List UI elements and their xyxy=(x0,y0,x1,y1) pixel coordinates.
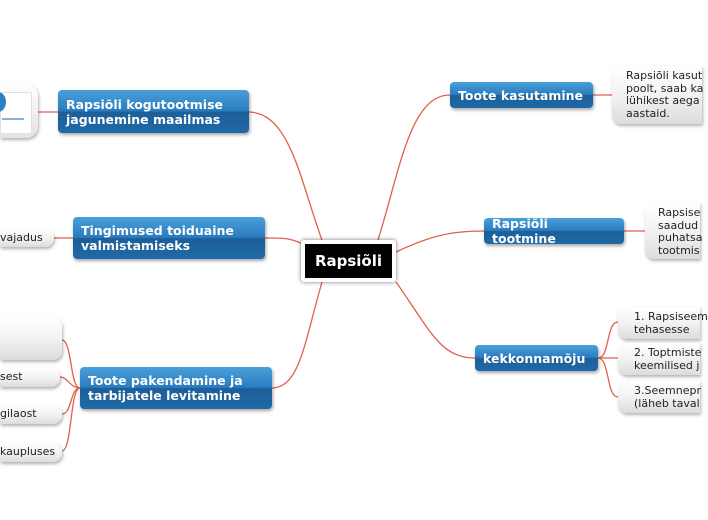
thumbnail-circle xyxy=(0,92,6,112)
note-line: tootmis xyxy=(658,243,700,257)
subtopic-pakendamine-2[interactable]: sest xyxy=(0,368,60,387)
note-line: aastaid. xyxy=(626,106,670,120)
note-tootmine[interactable]: Rapsise saadud puhatsa tootmis xyxy=(645,203,703,259)
note-line: poolt, saab ka xyxy=(626,81,704,95)
link-keskkonnamoju xyxy=(395,281,476,359)
subtopic-label: gilaost xyxy=(0,407,37,420)
subtopic-label: vajadus xyxy=(0,231,43,244)
central-topic[interactable]: Rapsiõli xyxy=(301,240,396,282)
chart-thumbnail-icon[interactable] xyxy=(0,84,38,138)
link-pakendamine xyxy=(271,281,323,389)
topic-label: Rapsiõli kogutootmise jagunemine maailma… xyxy=(66,96,224,127)
link-kesk-3 xyxy=(597,357,619,398)
subtopic-pakendamine-1[interactable] xyxy=(0,318,62,360)
topic-kogutootmine[interactable]: Rapsiõli kogutootmise jagunemine maailma… xyxy=(58,90,249,133)
topic-label: Tingimused toiduaine valmistamiseks xyxy=(81,223,234,253)
thumbnail-image xyxy=(0,92,32,134)
subtopic-label: kaupluses xyxy=(0,445,56,458)
thumbnail-line xyxy=(2,118,24,120)
topic-keskkonnamoju[interactable]: kekkonnamõju xyxy=(475,345,598,371)
note-line: keemilised j xyxy=(634,358,700,372)
note-line: Rapsiõli kasut xyxy=(626,69,703,82)
link-tootmine xyxy=(395,230,485,253)
topic-kasutamine[interactable]: Toote kasutamine xyxy=(450,82,593,108)
subtopic-pakendamine-3[interactable]: gilaost xyxy=(0,405,62,424)
link-pak-4 xyxy=(61,387,81,452)
subtopic-keskkonnamoju-2[interactable]: 2. Toptmiste keemilised j xyxy=(618,343,702,375)
note-line: 2. Toptmiste xyxy=(634,346,702,359)
subtopic-label: sest xyxy=(0,370,23,383)
link-tingimused xyxy=(264,237,304,245)
note-line: 1. Rapsiseem xyxy=(634,310,708,323)
note-line: saadud xyxy=(658,218,699,232)
subtopic-vajadus[interactable]: vajadus xyxy=(0,229,54,247)
topic-tingimused[interactable]: Tingimused toiduaine valmistamiseks xyxy=(73,217,265,259)
topic-label: Toote pakendamine ja tarbijatele levitam… xyxy=(88,373,243,403)
note-line: 3.Seemnepr xyxy=(634,384,701,397)
link-pak-1 xyxy=(61,339,81,389)
subtopic-pakendamine-4[interactable]: kaupluses xyxy=(0,443,62,462)
note-line: puhatsa xyxy=(658,231,703,244)
note-line: (läheb taval xyxy=(634,396,700,410)
topic-label: kekkonnamõju xyxy=(483,350,586,366)
link-kesk-1 xyxy=(597,321,619,359)
note-line: tehasesse xyxy=(634,322,690,336)
note-line: lühikest aega xyxy=(626,94,700,107)
note-line: Rapsise xyxy=(658,206,701,219)
topic-pakendamine[interactable]: Toote pakendamine ja tarbijatele levitam… xyxy=(80,367,272,409)
note-kasutamine[interactable]: Rapsiõli kasut poolt, saab ka lühikest a… xyxy=(612,66,704,124)
link-kogutootmine xyxy=(247,111,323,241)
link-pak-3 xyxy=(61,387,81,415)
topic-label: Rapsiõli tootmine xyxy=(492,216,556,246)
topic-tootmine[interactable]: Rapsiõli tootmine xyxy=(484,216,624,246)
subtopic-keskkonnamoju-3[interactable]: 3.Seemnepr (läheb taval xyxy=(618,381,701,413)
subtopic-keskkonnamoju-1[interactable]: 1. Rapsiseem tehasesse xyxy=(618,307,708,339)
link-pak-2 xyxy=(59,376,81,389)
link-kasutamine xyxy=(377,94,451,241)
topic-label: Toote kasutamine xyxy=(458,87,584,103)
